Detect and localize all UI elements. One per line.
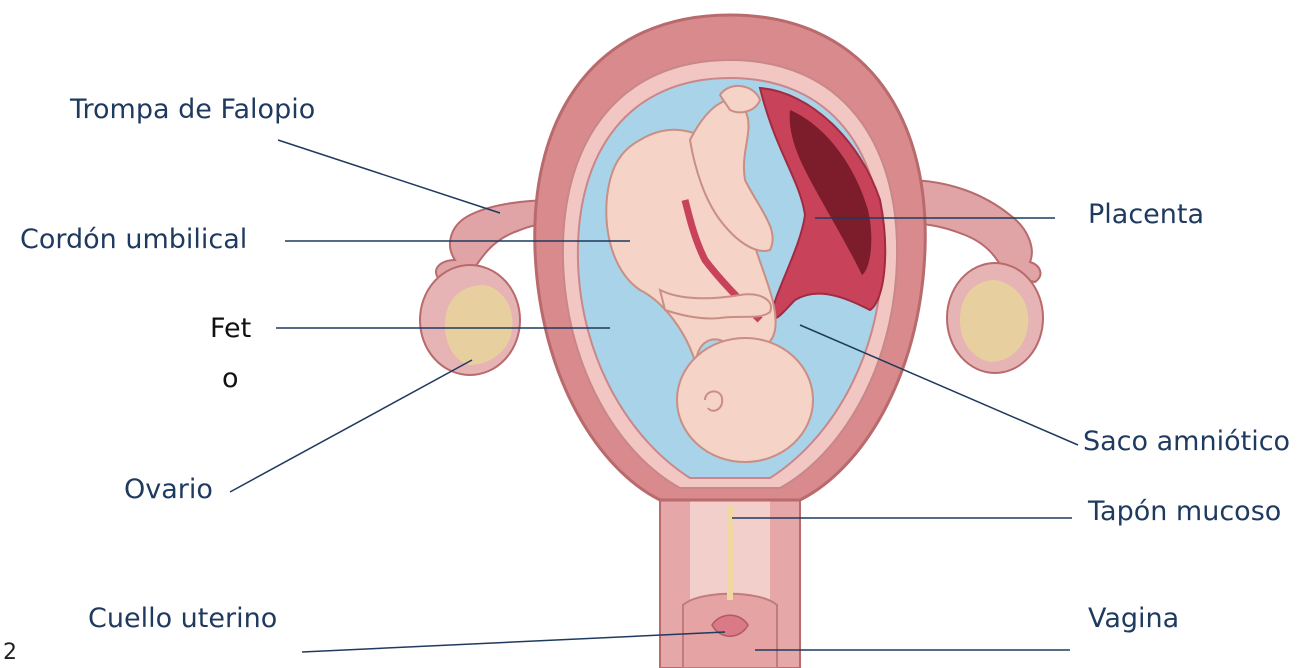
label-ovario: Ovario bbox=[124, 474, 213, 506]
label-saco-amniotico: Saco amniótico bbox=[1083, 426, 1290, 458]
label-placenta: Placenta bbox=[1088, 199, 1204, 231]
ovario-leader bbox=[230, 360, 472, 492]
label-tapon-mucoso: Tapón mucoso bbox=[1088, 496, 1281, 528]
label-feto-line-1: Fet bbox=[210, 313, 251, 345]
label-vagina: Vagina bbox=[1088, 603, 1179, 635]
mucus-plug bbox=[727, 505, 733, 600]
label-trompa-de-falopio: Trompa de Falopio bbox=[70, 94, 315, 126]
label-cordon-umbilical: Cordón umbilical bbox=[20, 224, 247, 256]
fetus-head bbox=[677, 338, 813, 462]
trompa-leader bbox=[278, 140, 500, 213]
label-cuello-uterino: Cuello uterino bbox=[88, 603, 277, 635]
label-feto-line-2: o bbox=[222, 363, 239, 395]
page-number: 2 bbox=[3, 640, 17, 665]
